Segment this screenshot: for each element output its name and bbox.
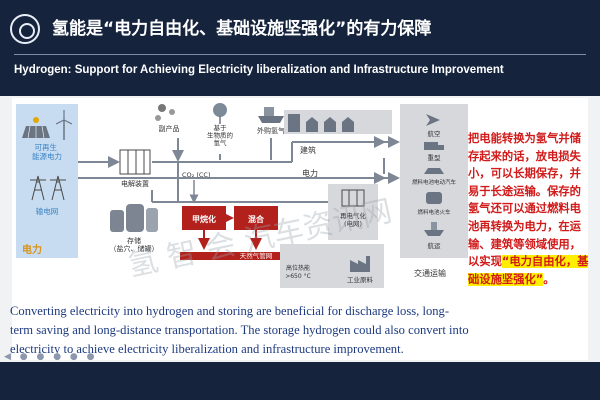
boat-icon <box>424 222 444 236</box>
factory-icon <box>350 256 370 272</box>
house-icon <box>288 114 354 132</box>
natural-gas-label: 天然气管网 <box>240 251 273 260</box>
note-tail: 。 <box>543 272 555 286</box>
building-label: 建筑 <box>300 145 316 155</box>
mixing-label: 混合 <box>248 214 265 224</box>
buildings-block <box>284 110 392 134</box>
grid-label: 输电网 <box>36 206 59 216</box>
molecule-icon <box>155 104 175 121</box>
bio-hydrogen-label: 基于生物质的氢气 <box>207 123 234 147</box>
slide-nav-dots[interactable]: ◀ ● ● ● ● ● <box>4 352 98 362</box>
tree-icon <box>213 103 227 124</box>
shipping-label: 航运 <box>428 241 442 250</box>
car-icon <box>424 168 444 174</box>
electrolysis-label: 电解装置 <box>121 179 149 188</box>
chinese-explanation-note: 把电能转换为氢气并储存起来的话，放电损失小，可以长期保存，并易于长途运输。保存的… <box>468 130 592 288</box>
airplane-icon <box>426 114 440 126</box>
methanation-label: 甲烷化 <box>192 214 216 224</box>
storage-label: 存储（盐穴、储罐） <box>110 236 159 253</box>
header-bar: 氢能是“电力自由化、基础设施坚强化”的有力保障 Hydrogen: Suppor… <box>0 0 600 96</box>
wind-turbine-icon <box>55 110 73 140</box>
co2-label: CO₂ (CC) <box>182 171 210 179</box>
page-title: 氢能是“电力自由化、基础设施坚强化”的有力保障 <box>52 19 432 39</box>
methanation-block <box>182 206 226 230</box>
power-mid-label: 电力 <box>302 168 318 178</box>
footer-bar <box>0 362 600 400</box>
electrolyzer-icon <box>119 149 151 175</box>
note-text: 把电能转换为氢气并储存起来的话，放电损失小，可以长期保存，并易于长途运输。保存的… <box>468 132 581 269</box>
heavy-label: 重型 <box>428 153 442 162</box>
fc-car-label: 燃料电池电动汽车 <box>412 178 457 186</box>
import-hydrogen-label: 外购氢气 <box>257 126 285 135</box>
high-heat-label: 高位热能>650 °C <box>285 264 311 280</box>
ship-icon <box>258 107 284 123</box>
re-electrification-block <box>328 184 378 240</box>
solar-panel-icon <box>22 117 50 139</box>
mixing-block <box>234 206 278 230</box>
logo-icon <box>10 14 40 44</box>
english-caption: Converting electricity into hydrogen and… <box>10 304 469 356</box>
renewable-label: 可再生 能源电力 <box>32 142 62 161</box>
page-subtitle: Hydrogen: Support for Achieving Electric… <box>14 64 504 76</box>
hydrogen-flow-diagram: 可再生 能源电力 输电网 电力 电解装置 副产品 基于生物质的氢气 <box>16 103 468 288</box>
power-label-band <box>16 240 78 258</box>
gas-pipeline-bar <box>180 252 320 260</box>
transport-label: 交通运输 <box>414 268 446 278</box>
re-electrification-label: 再电气化(电网) <box>340 211 367 228</box>
content-panel: 可再生 能源电力 输电网 电力 电解装置 副产品 基于生物质的氢气 <box>12 98 588 360</box>
train-icon <box>426 192 442 204</box>
aviation-label: 航空 <box>428 129 442 138</box>
truck-icon <box>424 142 444 150</box>
header-divider <box>14 54 586 55</box>
byproduct-label: 副产品 <box>159 124 180 133</box>
power-label: 电力 <box>22 243 42 256</box>
storage-tank-icon <box>110 204 158 232</box>
power-tower-icon <box>30 175 66 201</box>
power-source-panel <box>16 104 78 258</box>
fc-train-label: 燃料电池火车 <box>417 208 451 216</box>
industry-label: 工业原料 <box>347 275 374 284</box>
electrolyzer-icon <box>341 189 365 207</box>
